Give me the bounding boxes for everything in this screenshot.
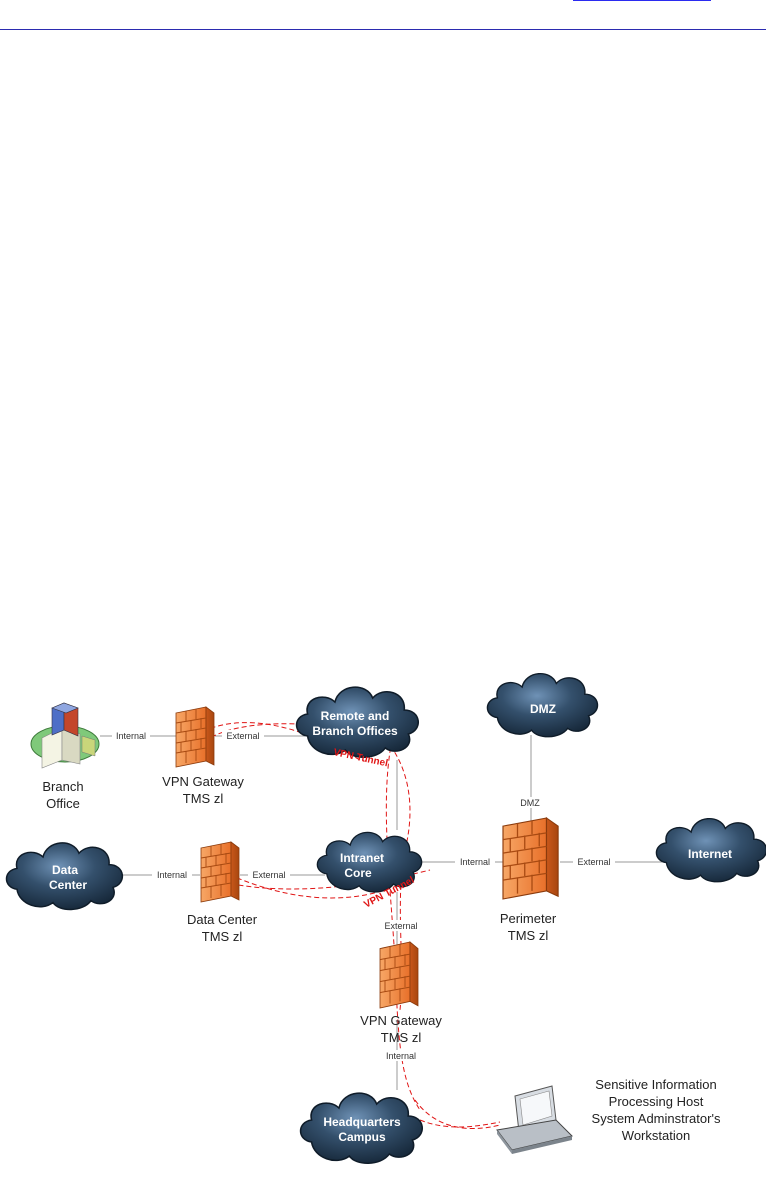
svg-text:Internal: Internal bbox=[157, 870, 187, 880]
vpn-gateway-bottom-firewall-icon: VPN Gateway TMS zl bbox=[360, 941, 442, 1045]
vpn-gateway-top-firewall-icon: VPN Gateway TMS zl bbox=[162, 706, 244, 806]
svg-text:DMZ: DMZ bbox=[520, 798, 540, 808]
svg-text:System Adminstrator's: System Adminstrator's bbox=[592, 1111, 721, 1126]
svg-text:Headquarters: Headquarters bbox=[323, 1115, 401, 1129]
branch-office-building-icon: Branch Office bbox=[30, 702, 100, 811]
svg-text:Branch Offices: Branch Offices bbox=[312, 724, 398, 738]
svg-text:Branch: Branch bbox=[42, 779, 83, 794]
svg-text:Office: Office bbox=[46, 796, 80, 811]
svg-text:Data Center: Data Center bbox=[187, 912, 258, 927]
header-rule bbox=[0, 29, 766, 30]
svg-text:External: External bbox=[252, 870, 285, 880]
svg-text:Data: Data bbox=[52, 863, 78, 877]
svg-text:TMS zl: TMS zl bbox=[508, 928, 549, 943]
svg-text:Remote and: Remote and bbox=[321, 709, 390, 723]
svg-text:Internal: Internal bbox=[116, 731, 146, 741]
svg-text:DMZ: DMZ bbox=[530, 702, 556, 716]
svg-text:VPN Gateway: VPN Gateway bbox=[360, 1013, 442, 1028]
svg-text:Core: Core bbox=[344, 866, 372, 880]
laptop-workstation-icon: Sensitive Information Processing Host Sy… bbox=[496, 1077, 721, 1154]
svg-text:Center: Center bbox=[49, 878, 87, 892]
header-link-underline[interactable] bbox=[573, 0, 711, 1]
data-center-firewall-icon: Data Center TMS zl bbox=[187, 841, 258, 944]
svg-text:VPN Gateway: VPN Gateway bbox=[162, 774, 244, 789]
svg-text:Workstation: Workstation bbox=[622, 1128, 690, 1143]
cloud-internet: Internet bbox=[655, 817, 766, 883]
svg-text:External: External bbox=[577, 857, 610, 867]
cloud-intranet-core: Intranet Core bbox=[316, 831, 423, 893]
svg-text:Sensitive Information: Sensitive Information bbox=[595, 1077, 716, 1092]
svg-text:Internal: Internal bbox=[460, 857, 490, 867]
link-labels: Internal External DMZ Internal External … bbox=[112, 730, 615, 1061]
cloud-dmz: DMZ bbox=[486, 672, 599, 738]
svg-text:Intranet: Intranet bbox=[340, 851, 384, 865]
svg-text:Internal: Internal bbox=[386, 1051, 416, 1061]
cloud-remote-branch-offices: Remote and Branch Offices bbox=[295, 686, 420, 759]
svg-text:Processing Host: Processing Host bbox=[609, 1094, 704, 1109]
svg-text:External: External bbox=[226, 731, 259, 741]
svg-text:TMS zl: TMS zl bbox=[381, 1030, 422, 1045]
svg-text:TMS zl: TMS zl bbox=[183, 791, 224, 806]
svg-text:Internet: Internet bbox=[688, 847, 732, 861]
cloud-headquarters-campus: Headquarters Campus bbox=[299, 1092, 424, 1165]
svg-text:Perimeter: Perimeter bbox=[500, 911, 557, 926]
svg-text:TMS zl: TMS zl bbox=[202, 929, 243, 944]
perimeter-firewall-icon: Perimeter TMS zl bbox=[500, 817, 559, 943]
cloud-data-center: Data Center bbox=[5, 842, 124, 911]
svg-text:External: External bbox=[384, 921, 417, 931]
svg-text:Campus: Campus bbox=[338, 1130, 386, 1144]
